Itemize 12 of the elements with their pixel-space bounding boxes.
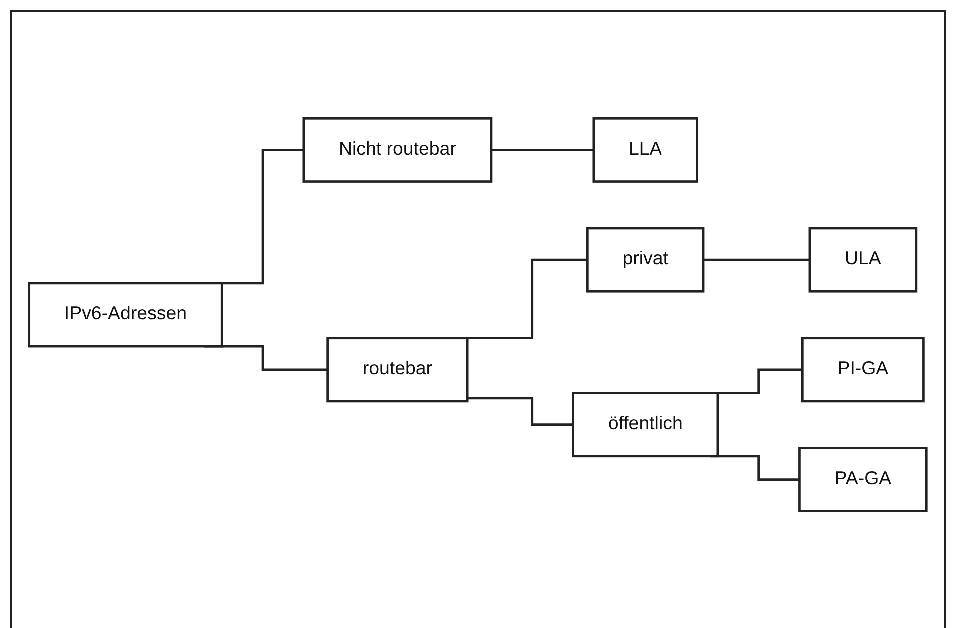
connector [491, 149, 596, 152]
node-box: PI-GA [802, 337, 925, 403]
node-box: routebar [326, 337, 469, 403]
connector [468, 397, 574, 426]
node-box: LLA [592, 118, 698, 183]
node-box: privat [586, 227, 705, 293]
connector [704, 258, 812, 262]
node-box: IPv6-Adressen [28, 282, 224, 348]
node-box: PA-GA [798, 447, 928, 512]
node-box: Nicht routebar [302, 118, 493, 183]
node-box: ULA [808, 227, 918, 293]
node-box: öffentlich [572, 392, 720, 458]
